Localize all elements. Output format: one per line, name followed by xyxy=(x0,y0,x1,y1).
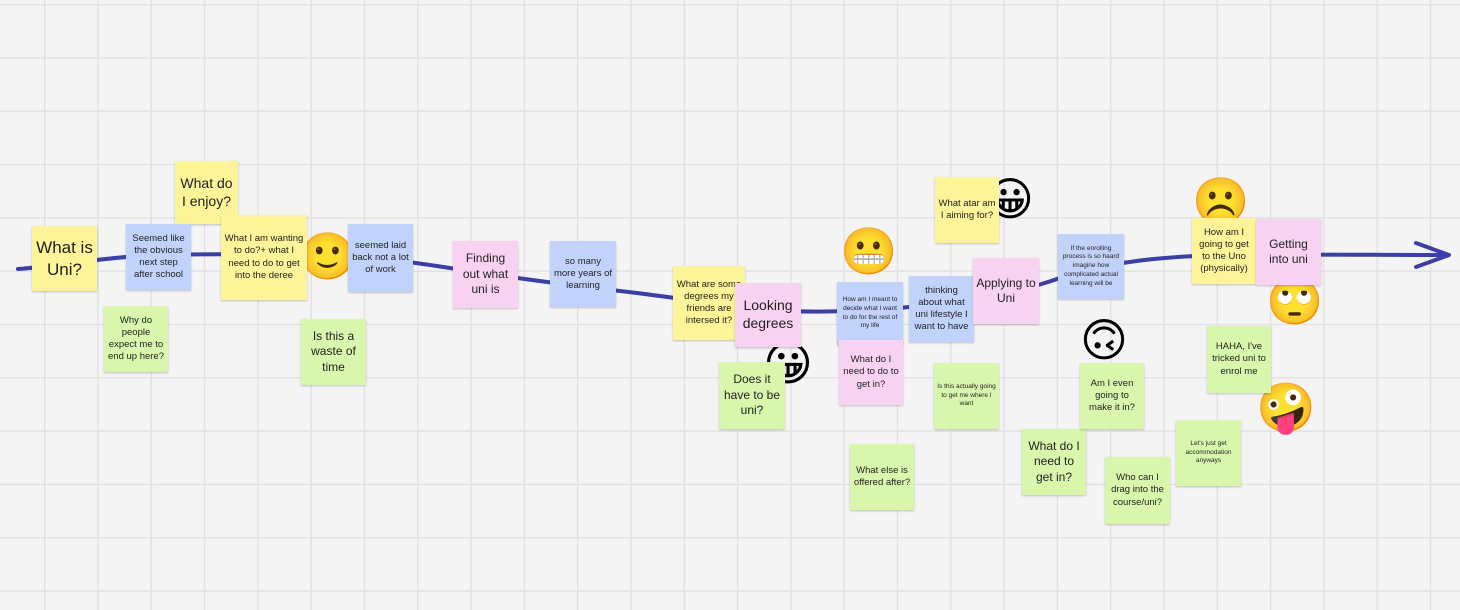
note-what-else-offered[interactable]: What else is offered after? xyxy=(850,444,914,510)
note-why-do-people-expect[interactable]: Why do people expect me to end up here? xyxy=(104,306,168,372)
note-what-atar[interactable]: What atar am I aiming for? xyxy=(935,177,999,243)
note-am-i-even-going[interactable]: Am I even going to make it in? xyxy=(1080,363,1144,429)
note-seemed-laid-back[interactable]: seemed laid back not a lot of work xyxy=(348,224,413,292)
slightly-smiling-face-icon: 🙂 xyxy=(299,230,357,282)
upside-down-face-icon: 🙃 xyxy=(1080,314,1128,366)
note-what-is-uni[interactable]: What is Uni? xyxy=(32,226,97,291)
note-is-this-waste[interactable]: Is this a waste of time xyxy=(301,319,366,385)
note-is-this-actually[interactable]: Is this actually going to get me where I… xyxy=(934,363,999,429)
note-what-i-am-wanting[interactable]: What I am wanting to do?+ what I need to… xyxy=(221,215,307,300)
note-thinking-lifestyle[interactable]: thinking about what uni lifestyle I want… xyxy=(909,276,974,342)
note-what-do-i-need-pink[interactable]: What do I need to do to get in? xyxy=(839,340,903,405)
grimacing-face-icon: 😬 xyxy=(840,225,898,277)
note-getting-into-uni[interactable]: Getting into uni xyxy=(1256,219,1321,285)
note-so-many-more-years[interactable]: so many more years of learning xyxy=(550,241,616,307)
journey-arrowhead xyxy=(1414,241,1451,269)
note-lets-just-get[interactable]: Let's just get accommodation anyways xyxy=(1176,420,1241,486)
note-does-it-have-to-be-uni[interactable]: Does it have to be uni? xyxy=(719,362,785,429)
note-how-am-i-meant[interactable]: How am I meant to decide what I want to … xyxy=(837,282,903,345)
note-enrolling-process[interactable]: If the enrolling process is so haard ima… xyxy=(1058,234,1124,299)
note-what-are-some-degrees[interactable]: What are some degrees my friends are int… xyxy=(673,266,745,340)
note-what-do-i-need-green[interactable]: What do I need to get in? xyxy=(1022,429,1086,495)
note-who-can-i-drag[interactable]: Who can I drag into the course/uni? xyxy=(1105,457,1170,524)
note-haha-tricked[interactable]: HAHA, I've tricked uni to enrol me xyxy=(1207,326,1271,393)
note-looking-degrees[interactable]: Looking degrees xyxy=(735,283,801,347)
note-finding-out[interactable]: Finding out what uni is xyxy=(453,241,518,308)
note-seemed-like-obvious[interactable]: Seemed like the obvious next step after … xyxy=(126,224,191,290)
note-applying-to-uni[interactable]: Applying to Uni xyxy=(973,258,1039,324)
note-how-am-i-going-to-get[interactable]: How am I going to get to the Uno (physic… xyxy=(1192,218,1256,284)
note-what-do-i-enjoy[interactable]: What do I enjoy? xyxy=(175,161,238,224)
